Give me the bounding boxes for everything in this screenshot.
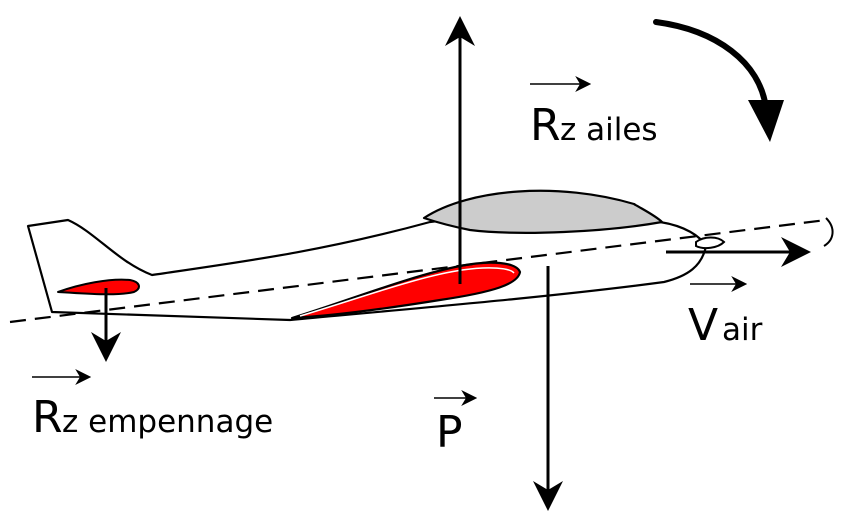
- label-weight-main: P: [436, 407, 463, 458]
- label-vair: V air: [688, 276, 763, 351]
- label-rz-empennage: R z empennage: [32, 369, 273, 443]
- aircraft: [26, 189, 834, 322]
- label-vair-main: V: [688, 300, 718, 351]
- label-rz-ailes-sub: z ailes: [560, 112, 658, 148]
- label-rz-empennage-main: R: [32, 392, 63, 443]
- tail-section: [57, 278, 140, 296]
- wing-section: [290, 261, 522, 320]
- label-weight: P: [434, 390, 478, 458]
- longitudinal-axis: [9, 218, 827, 324]
- label-rz-empennage-sub: z empennage: [62, 404, 273, 440]
- rotation-arrow-icon: [653, 19, 784, 142]
- spinner: [695, 236, 726, 250]
- label-rz-ailes: R z ailes: [530, 76, 658, 151]
- propeller-arc: [823, 217, 834, 247]
- label-rz-ailes-main: R: [530, 100, 561, 151]
- label-vair-sub: air: [722, 312, 763, 348]
- canopy: [422, 189, 664, 234]
